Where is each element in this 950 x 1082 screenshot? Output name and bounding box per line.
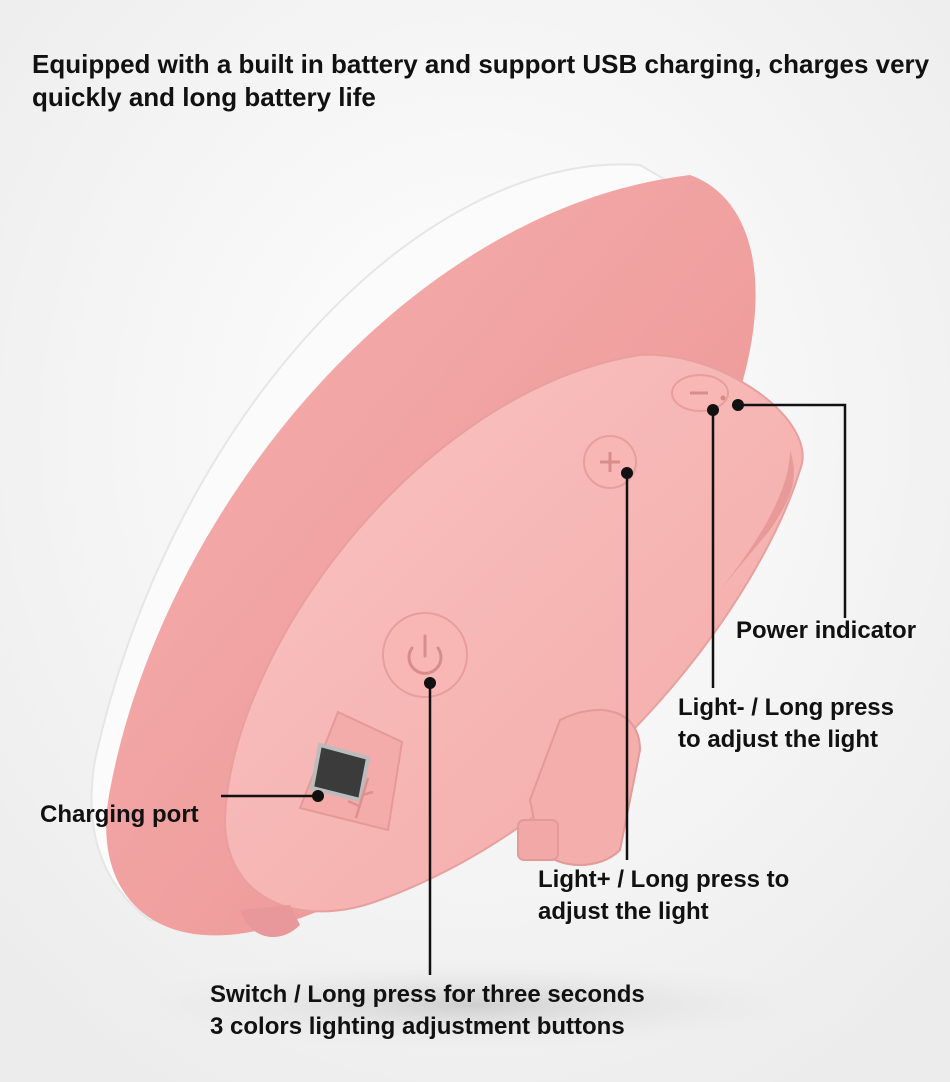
switch-line1: Switch / Long press for three seconds [210,981,645,1008]
power-button[interactable] [382,612,468,698]
usb-icon [347,777,374,819]
dot-switch [424,677,436,689]
power-icon [407,634,443,675]
dot-light-minus [707,404,719,416]
light-minus-line2: to adjust the light [678,726,878,753]
power-indicator-label: Power indicator [736,615,916,647]
base-foot [240,905,300,937]
leader-power-indicator [738,403,847,618]
light-minus-label: Light- / Long press to adjust the light [678,692,894,756]
charging-port-label: Charging port [40,799,199,831]
leader-lines [221,403,847,975]
power-indicator-led [720,395,726,401]
dot-charging-port [312,790,324,802]
power-indicator-text: Power indicator [736,617,917,644]
light-plus-label: Light+ / Long press to adjust the light [538,864,789,928]
light-minus-button[interactable] [671,374,729,412]
headline: Equipped with a built in battery and sup… [32,49,930,112]
dot-power-indicator [732,399,744,411]
ground-shadow [70,955,870,1055]
dot-light-plus [621,467,633,479]
light-minus-line1: Light- / Long press [678,694,894,721]
charging-port[interactable] [298,710,404,832]
light-plus-line2: adjust the light [538,898,709,925]
leader-dots [312,399,744,802]
switch-line2: 3 colors lighting adjustment buttons [210,1013,625,1040]
charging-port-text: Charging port [40,801,199,828]
light-plus-line1: Light+ / Long press to [538,866,790,893]
switch-label: Switch / Long press for three seconds 3 … [210,979,645,1043]
plus-icon [600,452,620,472]
clip-foot [517,819,559,861]
